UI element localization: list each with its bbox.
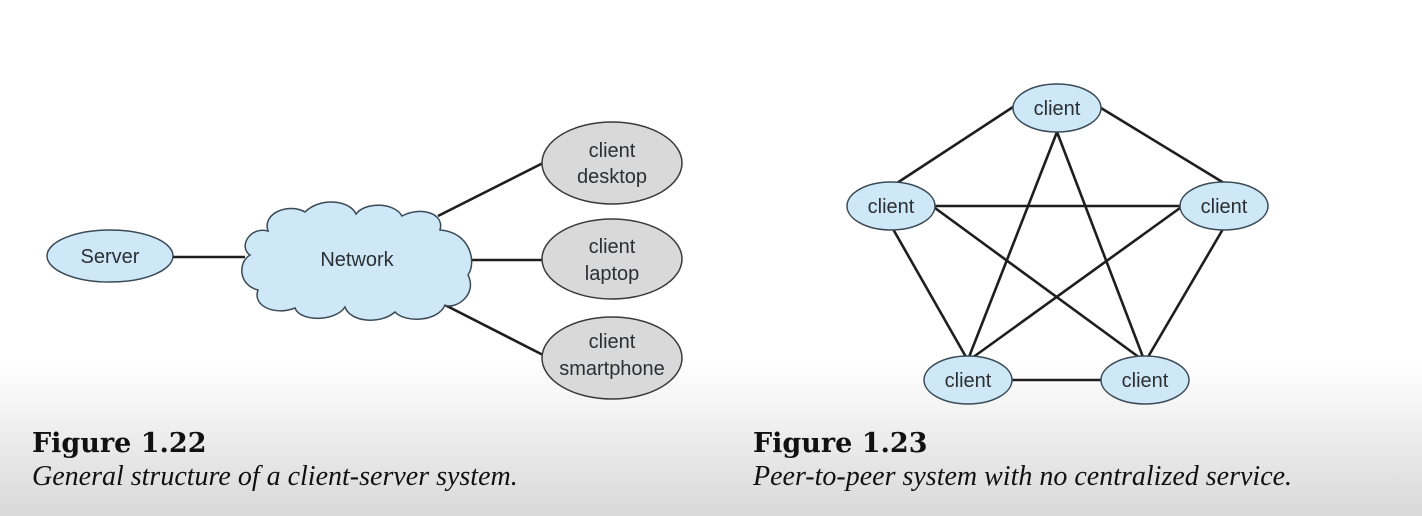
p2p-client-top: client xyxy=(1012,83,1102,133)
client-smartphone-node: client smartphone xyxy=(541,316,683,400)
figure-1-22-description: General structure of a client-server sys… xyxy=(32,461,518,492)
edge-left-bottomright xyxy=(934,206,1141,360)
fig123-edges xyxy=(891,105,1225,382)
network-cloud: Network xyxy=(241,201,473,321)
p2p-client-bottom-right: client xyxy=(1100,355,1190,405)
client-laptop-node: client laptop xyxy=(541,218,683,300)
client-laptop-ellipse xyxy=(541,218,683,300)
figure-1-23-caption: Figure 1.23 Peer-to-peer system with no … xyxy=(753,428,1292,494)
edge-right-bottomright xyxy=(1146,228,1225,358)
p2p-client-left: client xyxy=(846,181,936,231)
p2p-client-right-label: client xyxy=(1201,196,1248,218)
server-node: Server xyxy=(46,229,174,283)
p2p-client-left-label: client xyxy=(868,196,915,218)
p2p-client-left-ellipse xyxy=(846,181,936,231)
p2p-client-bottom-right-ellipse xyxy=(1100,355,1190,405)
client-desktop-label-2: desktop xyxy=(577,166,647,188)
server-label: Server xyxy=(81,246,140,268)
edge-top-right xyxy=(1100,106,1225,185)
server-ellipse xyxy=(46,229,174,283)
client-laptop-label-1: client xyxy=(589,236,636,258)
figure-1-22-number: Figure 1.22 xyxy=(32,428,207,459)
client-desktop-ellipse xyxy=(541,121,683,205)
p2p-client-bottom-right-label: client xyxy=(1122,370,1169,392)
p2p-client-bottom-left-label: client xyxy=(945,370,992,392)
client-smartphone-ellipse xyxy=(541,316,683,400)
figure-1-22-caption: Figure 1.22 General structure of a clien… xyxy=(32,428,518,494)
client-smartphone-label-2: smartphone xyxy=(559,358,665,380)
client-desktop-label-1: client xyxy=(589,140,636,162)
client-laptop-label-2: laptop xyxy=(585,263,640,285)
figure-1-23-description: Peer-to-peer system with no centralized … xyxy=(753,461,1293,492)
edge-left-bottomleft xyxy=(891,228,968,358)
p2p-client-bottom-left: client xyxy=(923,355,1013,405)
edge-network-desktop xyxy=(437,160,546,218)
edge-right-bottomleft xyxy=(971,206,1181,360)
p2p-client-bottom-left-ellipse xyxy=(923,355,1013,405)
edge-network-smartphone xyxy=(444,303,546,358)
network-label: Network xyxy=(320,249,394,271)
p2p-client-right-ellipse xyxy=(1179,181,1269,231)
edge-top-bottomright xyxy=(1055,131,1145,358)
edge-top-left xyxy=(896,105,1014,185)
p2p-client-top-label: client xyxy=(1034,98,1081,120)
p2p-client-right: client xyxy=(1179,181,1269,231)
p2p-client-top-ellipse xyxy=(1012,83,1102,133)
client-smartphone-label-1: client xyxy=(589,331,636,353)
fig122-edges xyxy=(172,160,546,358)
cloud-shape xyxy=(241,201,473,321)
client-desktop-node: client desktop xyxy=(541,121,683,205)
edge-top-bottomleft xyxy=(967,131,1059,358)
figure-1-23-number: Figure 1.23 xyxy=(753,428,928,459)
